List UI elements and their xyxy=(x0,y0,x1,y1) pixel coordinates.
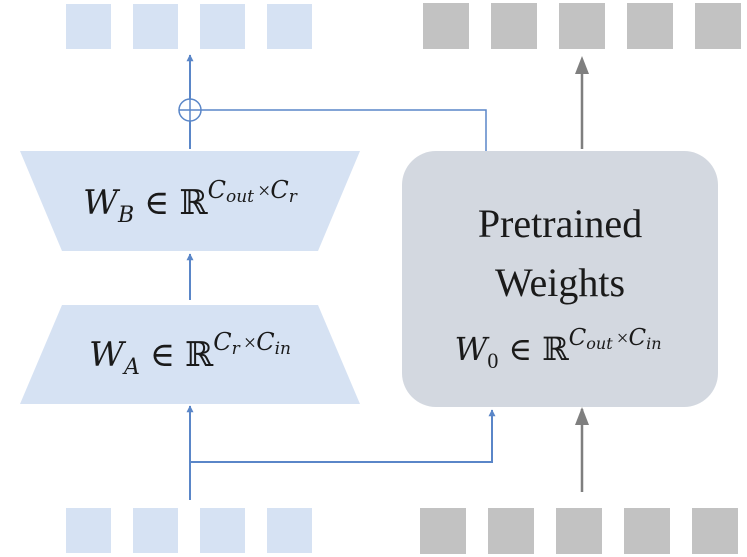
lora-token xyxy=(133,4,178,49)
w0-var: W xyxy=(454,330,490,368)
wa-sup1: C xyxy=(213,328,231,356)
wa-sup1-sub: r xyxy=(232,339,241,359)
wb-var: W xyxy=(83,183,121,223)
pretrained-token xyxy=(695,3,741,49)
lora-input-tokens xyxy=(66,508,312,553)
lora-token xyxy=(267,4,312,49)
wb-times: × xyxy=(258,178,270,203)
lora-token xyxy=(200,4,245,49)
wa-sub: A xyxy=(122,355,140,380)
w0-set: ℝ xyxy=(542,331,569,367)
w0-sup1: C xyxy=(569,325,587,351)
wb-set: ℝ xyxy=(179,185,208,222)
pretrained-title-line2: Weights xyxy=(495,260,625,305)
pretrained-token xyxy=(627,3,673,49)
pretrained-title-line1: Pretrained xyxy=(478,201,642,246)
wb-sup1: C xyxy=(208,176,226,204)
wb-sup1-sub: out xyxy=(226,187,254,207)
pretrained-token xyxy=(692,508,738,554)
wa-set: ℝ xyxy=(185,337,214,374)
input-to-pretrained-line xyxy=(190,409,496,463)
pretrained-token xyxy=(624,508,670,554)
pretrained-token xyxy=(488,508,534,554)
wa-sup2: C xyxy=(256,328,274,356)
pretrained-token xyxy=(491,3,537,49)
lora-token xyxy=(66,4,111,49)
lora-token xyxy=(200,508,245,553)
pretrained-output-arrowhead xyxy=(575,56,589,74)
wa-label: WA∈ℝCr×Cin xyxy=(89,328,291,380)
wb-sup2: C xyxy=(270,176,288,204)
lora-output-tokens xyxy=(66,4,312,49)
lora-token xyxy=(267,508,312,553)
wb-label: WB∈ℝCout×Cr xyxy=(83,176,298,228)
pretrained-output-tokens xyxy=(423,3,741,49)
pretrained-token xyxy=(559,3,605,49)
lora-token xyxy=(133,508,178,553)
wa-trapezoid xyxy=(20,305,360,404)
wb-sup2-sub: r xyxy=(289,187,298,207)
wb-in: ∈ xyxy=(144,185,169,222)
wa-var: W xyxy=(89,335,127,375)
wb-sub: B xyxy=(117,203,134,228)
pretrained-token xyxy=(420,508,466,554)
wa-in: ∈ xyxy=(150,337,175,374)
pretrained-input-tokens xyxy=(420,508,738,554)
lora-token xyxy=(66,508,111,553)
wa-sup2-sub: in xyxy=(275,339,291,359)
w0-sub: 0 xyxy=(487,348,498,373)
w0-label: W0∈ℝCout×Cin xyxy=(454,325,661,373)
wa-times: × xyxy=(244,330,256,355)
w0-times: × xyxy=(617,326,629,350)
pretrained-box xyxy=(402,151,718,407)
w0-sup2: C xyxy=(628,325,646,351)
w0-sup2-sub: in xyxy=(646,334,661,353)
pretrained-to-sum-line xyxy=(201,109,487,151)
pretrained-input-arrowhead xyxy=(575,407,589,425)
wb-trapezoid xyxy=(20,151,360,251)
sum-operator-icon xyxy=(178,98,202,122)
w0-in: ∈ xyxy=(508,331,532,367)
pretrained-token xyxy=(423,3,469,49)
pretrained-token xyxy=(556,508,602,554)
w0-sup1-sub: out xyxy=(586,334,613,353)
